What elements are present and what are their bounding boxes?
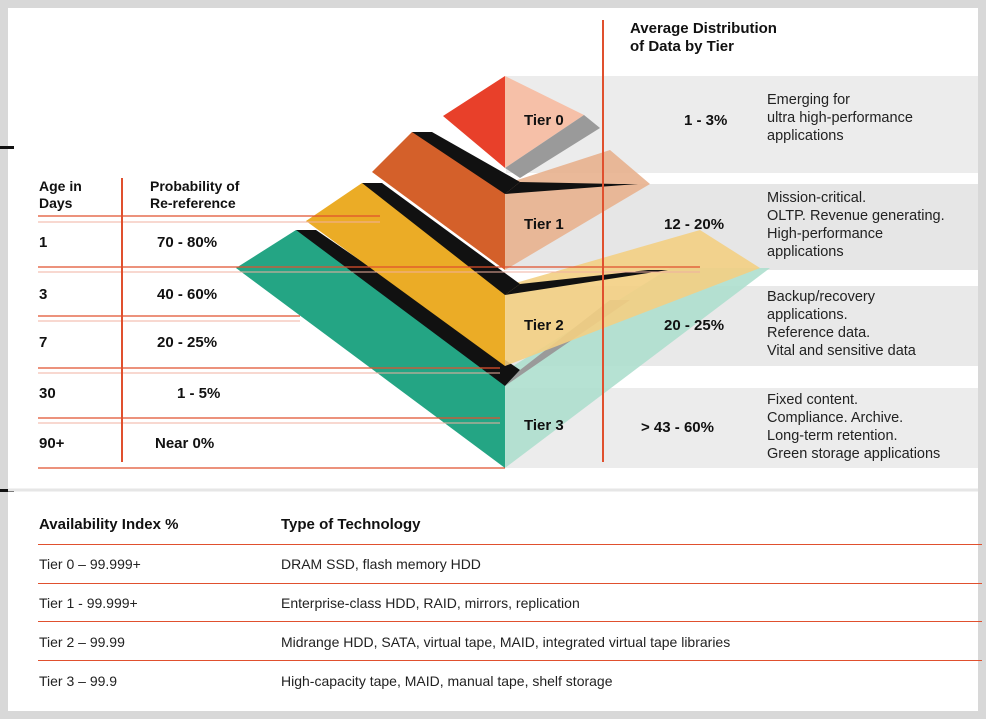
tier3-description: Fixed content. Compliance. Archive. Long… [767, 392, 941, 462]
frame-left [0, 0, 8, 719]
technology-cell: Midrange HDD, SATA, virtual tape, MAID, … [281, 634, 731, 650]
tier0-description: Emerging for ultra high-performance appl… [767, 92, 913, 144]
availability-cell: Tier 2 – 99.99 [39, 634, 125, 650]
technology-header: Type of Technology [281, 516, 421, 533]
tier2-right-face [505, 230, 760, 366]
availability-header: Availability Index % [39, 516, 179, 533]
probability-value: 70 - 80% [157, 234, 218, 251]
tier1-shadow [412, 132, 520, 194]
technology-cell: Enterprise-class HDD, RAID, mirrors, rep… [281, 595, 580, 611]
availability-cell: Tier 3 – 99.9 [39, 673, 118, 689]
probability-value: 40 - 60% [157, 286, 218, 303]
technology-cell: High-capacity tape, MAID, manual tape, s… [281, 673, 613, 689]
age-value: 3 [39, 286, 48, 303]
probability-value: 20 - 25% [157, 334, 218, 351]
probability-header: Probability of Re-reference [150, 178, 240, 211]
table-line [38, 544, 982, 545]
probability-value: 1 - 5% [177, 385, 221, 402]
distribution-value: 20 - 25% [664, 317, 725, 334]
tier1-right-face [505, 150, 650, 270]
age-value: 1 [39, 234, 48, 251]
table-line [38, 660, 982, 661]
distribution-header: Average Distribution of Data by Tier [630, 20, 777, 55]
tier2-description: Backup/recovery applications. Reference … [767, 289, 916, 359]
edge-mark-bottom [0, 489, 14, 492]
tier-label: Tier 1 [524, 216, 564, 233]
tier2-left-face [306, 183, 505, 366]
distribution-value: 1 - 3% [684, 112, 728, 129]
technology-cell: DRAM SSD, flash memory HDD [281, 556, 481, 572]
frame-bottom [0, 711, 986, 719]
age-header: Age in Days [39, 178, 82, 211]
availability-cell: Tier 1 - 99.999+ [39, 595, 138, 611]
frame-right [978, 0, 986, 719]
age-value: 30 [39, 385, 56, 402]
age-value: 7 [39, 334, 48, 351]
tier1-shadow-right [505, 182, 638, 194]
distribution-value: 12 - 20% [664, 216, 725, 233]
age-value: 90+ [39, 435, 65, 452]
tier0-left-face [443, 76, 505, 168]
tier0-right-face [505, 76, 584, 168]
tier-label: Tier 3 [524, 417, 564, 434]
tier0-shadow-right [505, 115, 600, 178]
tier-label: Tier 2 [524, 317, 564, 334]
frame-top [0, 0, 986, 8]
probability-value: Near 0% [155, 435, 215, 452]
table-line [38, 621, 982, 622]
table-line [38, 583, 982, 584]
tier3-shadow [296, 230, 520, 386]
tier2-shadow-right [505, 270, 668, 295]
tier3-left-face [236, 230, 505, 468]
tier1-description: Mission-critical. OLTP. Revenue generati… [767, 190, 945, 260]
edge-mark-top [0, 146, 14, 149]
tier3-right-face [505, 268, 770, 468]
distribution-value: > 43 - 60% [641, 419, 714, 436]
tier-label: Tier 0 [524, 112, 564, 129]
availability-cell: Tier 0 – 99.999+ [39, 556, 141, 572]
